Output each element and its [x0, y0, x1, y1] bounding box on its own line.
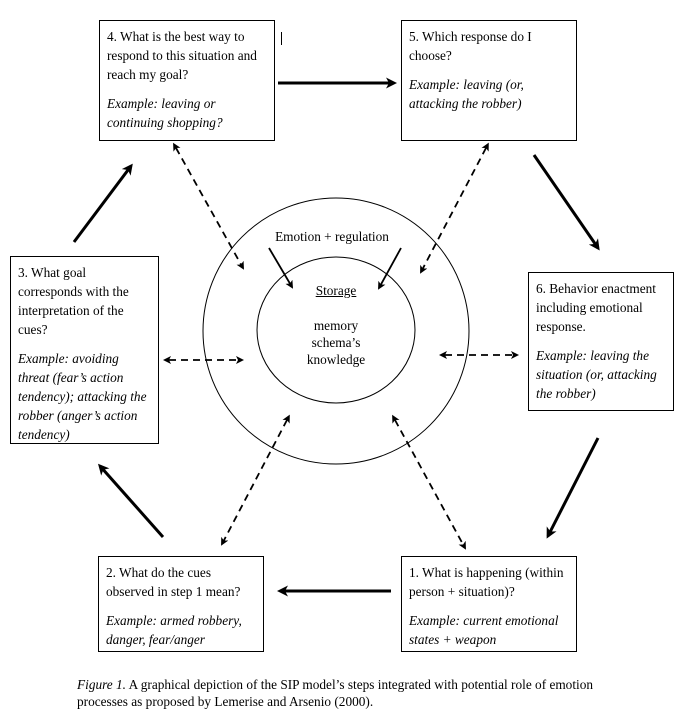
emotion-regulation-label: Emotion + regulation — [275, 229, 389, 244]
step-example: Example: leaving (or, attacking the robb… — [409, 77, 524, 111]
step-box-6: 6. Behavior enactment including emotiona… — [528, 272, 674, 411]
step-question: 2. What do the cues observed in step 1 m… — [106, 565, 241, 599]
step-question: 4. What is the best way to respond to th… — [107, 29, 257, 82]
dashed-arrow-2-storage — [221, 414, 290, 546]
step-example: Example: current emotional states + weap… — [409, 613, 559, 647]
step-question: 5. Which response do I choose? — [409, 29, 532, 63]
emotion-arrow-left — [268, 247, 294, 289]
arrow-5-to-6 — [532, 154, 600, 251]
step-box-4: 4. What is the best way to respond to th… — [99, 20, 275, 141]
step-example: Example: armed robbery, danger, fear/ang… — [106, 613, 242, 647]
step-box-3: 3. What goal corresponds with the interp… — [10, 256, 159, 444]
figure-caption: Figure 1. A graphical depiction of the S… — [77, 676, 597, 710]
step-box-1: 1. What is happening (within person + si… — [401, 556, 577, 652]
step-question: 3. What goal corresponds with the interp… — [18, 265, 129, 337]
arrow-6-to-1 — [546, 437, 600, 539]
step-example: Example: leaving or continuing shopping? — [107, 96, 223, 130]
storage-title: Storage — [315, 283, 357, 298]
caption-text: A graphical depiction of the SIP model’s… — [77, 677, 594, 709]
dashed-arrow-1-storage — [392, 414, 466, 550]
storage-line-schemas: schema’s — [311, 335, 361, 350]
step-box-5: 5. Which response do I choose? Example: … — [401, 20, 577, 141]
arrow-3-to-4 — [72, 163, 133, 243]
step-question: 6. Behavior enactment including emotiona… — [536, 281, 656, 334]
storage-line-knowledge: knowledge — [306, 352, 366, 367]
dashed-arrow-4-storage — [173, 142, 244, 270]
text-cursor — [281, 32, 283, 45]
emotion-arrow-right — [378, 247, 402, 290]
inner-circle-storage — [256, 256, 416, 404]
step-question: 1. What is happening (within person + si… — [409, 565, 564, 599]
dashed-arrow-5-storage — [420, 142, 489, 274]
outer-circle-emotion — [202, 197, 470, 465]
step-box-2: 2. What do the cues observed in step 1 m… — [98, 556, 264, 652]
storage-line-memory: memory — [313, 318, 359, 333]
step-example: Example: leaving the situation (or, atta… — [536, 348, 657, 401]
figure-label: Figure 1. — [77, 677, 126, 692]
step-example: Example: avoiding threat (fear’s action … — [18, 351, 147, 442]
arrow-2-to-3 — [98, 463, 165, 538]
